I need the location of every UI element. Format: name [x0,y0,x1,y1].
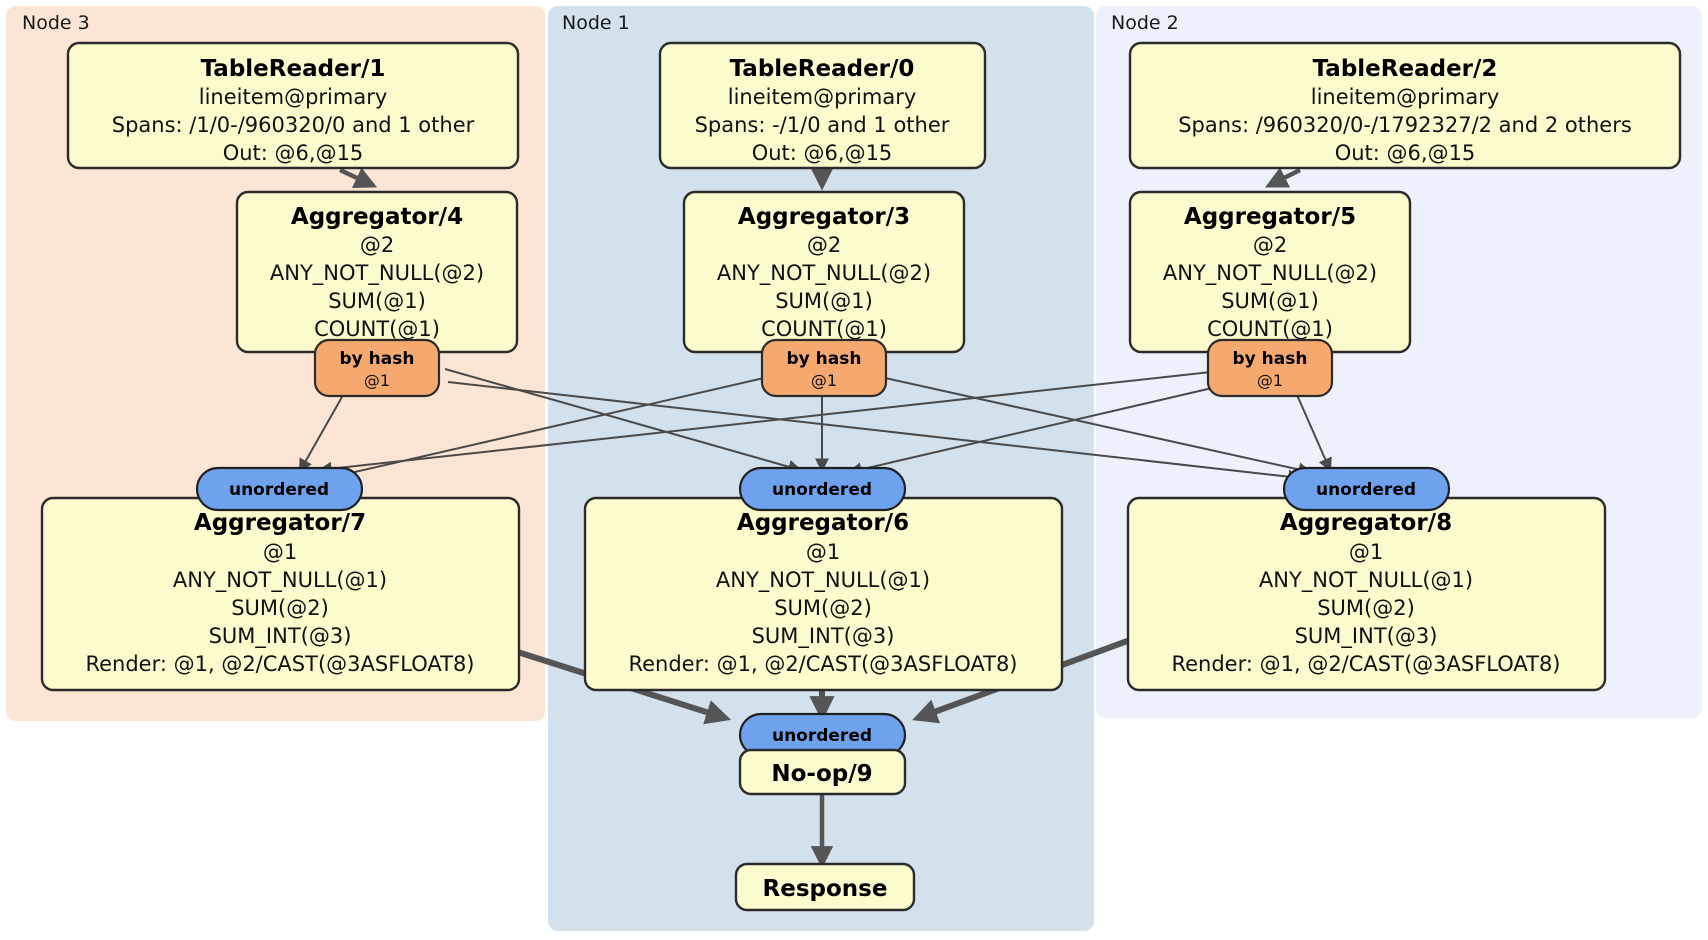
router-by-hash-left[interactable]: by hash @1 [313,338,441,398]
processor-aggregator-7[interactable]: Aggregator/7 @1 ANY_NOT_NULL(@1) SUM(@2)… [40,496,521,692]
aggregator-7-line-4: Render: @1, @2/CAST(@3ASFLOAT8) [85,652,474,676]
aggregator-4-line-0: @2 [360,233,394,257]
processor-aggregator-4[interactable]: Aggregator/4 @2 ANY_NOT_NULL(@2) SUM(@1)… [235,190,519,354]
synchronizer-unordered-mid-label: unordered [772,480,872,500]
table-reader-2-line-0: lineitem@primary [1311,85,1500,109]
edge-hashleft-unorderedmid [444,368,803,474]
aggregator-4-line-1: ANY_NOT_NULL(@2) [270,261,484,286]
aggregator-4-line-2: SUM(@1) [328,289,426,313]
processor-aggregator-8[interactable]: Aggregator/8 @1 ANY_NOT_NULL(@1) SUM(@2)… [1126,496,1607,692]
aggregator-6-line-3: SUM_INT(@3) [752,624,895,649]
aggregator-5-line-0: @2 [1253,233,1287,257]
aggregator-6-line-1: ANY_NOT_NULL(@1) [716,568,930,593]
aggregator-8-line-4: Render: @1, @2/CAST(@3ASFLOAT8) [1171,652,1560,676]
aggregator-3-line-1: ANY_NOT_NULL(@2) [717,261,931,286]
aggregator-5-line-2: SUM(@1) [1221,289,1319,313]
aggregator-8-title: Aggregator/8 [1280,510,1452,536]
router-by-hash-left-sub: @1 [364,371,390,390]
processor-aggregator-6[interactable]: Aggregator/6 @1 ANY_NOT_NULL(@1) SUM(@2)… [583,496,1064,692]
aggregator-6-line-0: @1 [806,540,840,564]
aggregator-5-title: Aggregator/5 [1184,204,1356,230]
aggregator-3-line-2: SUM(@1) [775,289,873,313]
panel-node-3-label: Node 3 [22,12,90,34]
aggregator-8-line-1: ANY_NOT_NULL(@1) [1259,568,1473,593]
aggregator-4-title: Aggregator/4 [291,204,463,230]
edge-tr1-agg4 [339,167,378,189]
synchronizer-unordered-right[interactable]: unordered [1282,466,1451,512]
aggregator-7-line-3: SUM_INT(@3) [209,624,352,649]
router-by-hash-mid-sub: @1 [811,371,837,390]
router-by-hash-mid[interactable]: by hash @1 [760,338,888,398]
router-by-hash-mid-title: by hash [787,349,862,369]
panel-node-2-label: Node 2 [1111,12,1179,34]
table-reader-2-title: TableReader/2 [1313,56,1498,82]
aggregator-4-line-3: COUNT(@1) [314,317,440,341]
table-reader-1-line-1: Spans: /1/0-/960320/0 and 1 other [112,113,475,137]
edge-hashmid-unorderedright [857,371,1313,477]
edge-tr2-agg5 [1264,167,1302,188]
aggregator-8-line-2: SUM(@2) [1317,596,1415,620]
aggregator-5-line-1: ANY_NOT_NULL(@2) [1163,261,1377,286]
table-reader-1-title: TableReader/1 [201,56,386,82]
aggregator-3-title: Aggregator/3 [738,204,910,230]
processor-table-reader-0[interactable]: TableReader/0 lineitem@primary Spans: -/… [658,41,987,170]
aggregator-6-title: Aggregator/6 [737,510,909,536]
aggregator-7-line-0: @1 [263,540,297,564]
table-reader-0-line-2: Out: @6,@15 [752,141,893,165]
noop-9-title: No-op/9 [771,761,872,787]
response-title: Response [763,876,888,902]
aggregator-5-line-3: COUNT(@1) [1207,317,1333,341]
panel-node-1-label: Node 1 [562,12,630,34]
edge-hashright-unorderedmid [847,381,1239,477]
edge-hashright-unorderedleft [317,368,1239,476]
aggregator-7-title: Aggregator/7 [194,510,366,536]
aggregator-7-line-2: SUM(@2) [231,596,329,620]
aggregator-8-line-0: @1 [1349,540,1383,564]
aggregator-3-line-3: COUNT(@1) [761,317,887,341]
aggregator-6-line-4: Render: @1, @2/CAST(@3ASFLOAT8) [628,652,1017,676]
router-by-hash-right-sub: @1 [1257,371,1283,390]
table-reader-1-line-0: lineitem@primary [199,85,388,109]
router-by-hash-left-title: by hash [340,349,415,369]
processor-table-reader-2[interactable]: TableReader/2 lineitem@primary Spans: /9… [1128,41,1682,170]
synchronizer-unordered-left[interactable]: unordered [195,466,364,512]
aggregator-7-line-1: ANY_NOT_NULL(@1) [173,568,387,593]
edge-hashleft-unorderedright [447,381,1303,484]
synchronizer-unordered-mid[interactable]: unordered [738,466,907,512]
table-reader-1-line-2: Out: @6,@15 [223,141,364,165]
router-by-hash-right-title: by hash [1233,349,1308,369]
processor-aggregator-3[interactable]: Aggregator/3 @2 ANY_NOT_NULL(@2) SUM(@1)… [682,190,966,354]
processor-response[interactable]: Response [734,862,916,912]
processor-table-reader-1[interactable]: TableReader/1 lineitem@primary Spans: /1… [66,41,520,170]
synchronizer-unordered-final[interactable]: unordered [738,712,907,758]
table-reader-0-line-1: Spans: -/1/0 and 1 other [695,113,950,137]
aggregator-6-line-2: SUM(@2) [774,596,872,620]
processor-noop-9[interactable]: No-op/9 [738,748,907,796]
table-reader-0-title: TableReader/0 [730,56,915,82]
synchronizer-unordered-right-label: unordered [1316,480,1416,500]
table-reader-0-line-0: lineitem@primary [728,85,917,109]
aggregator-8-line-3: SUM_INT(@3) [1295,624,1438,649]
table-reader-2-line-2: Out: @6,@15 [1335,141,1476,165]
processor-aggregator-5[interactable]: Aggregator/5 @2 ANY_NOT_NULL(@2) SUM(@1)… [1128,190,1412,354]
router-by-hash-right[interactable]: by hash @1 [1206,338,1334,398]
aggregator-3-line-0: @2 [807,233,841,257]
synchronizer-unordered-final-label: unordered [772,726,872,746]
table-reader-2-line-1: Spans: /960320/0-/1792327/2 and 2 others [1178,113,1632,137]
synchronizer-unordered-left-label: unordered [229,480,329,500]
